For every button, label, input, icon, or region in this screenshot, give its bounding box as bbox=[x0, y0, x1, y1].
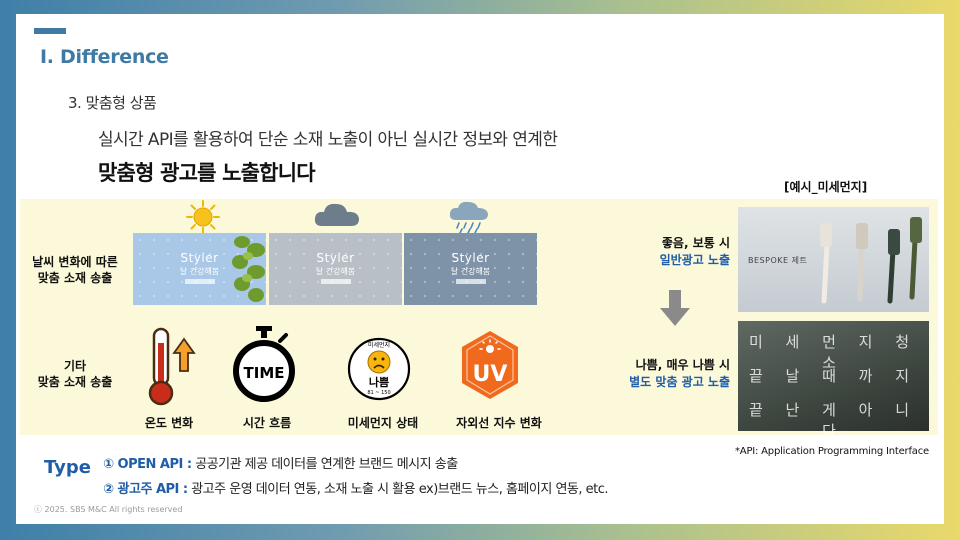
plant-image bbox=[232, 236, 265, 302]
screen-tag: 날 건강해봄 bbox=[450, 267, 491, 276]
timer-text: TIME bbox=[244, 364, 285, 382]
special-ad-image: 미 세 먼 지 청 소 끝 날 때 까 지 끝 난 게 아 니 다 bbox=[738, 321, 929, 440]
screen-brand: Styler bbox=[180, 251, 219, 265]
temperature-caption: 온도 변화 bbox=[144, 416, 194, 430]
dust-top-text: 미세먼지 bbox=[368, 341, 390, 349]
ad-line: 끝 난 게 아 니 다 bbox=[748, 401, 919, 440]
uv-icon: UV bbox=[462, 331, 518, 399]
case-condition: 좋음, 보통 시 bbox=[661, 236, 730, 250]
screen-bar bbox=[456, 279, 486, 284]
ad-line: 미 세 먼 지 청 소 bbox=[748, 333, 919, 372]
headline: 맞춤형 광고를 노출합니다 bbox=[98, 161, 316, 185]
thermometer-icon bbox=[148, 327, 196, 406]
time-caption: 시간 흐름 bbox=[242, 416, 292, 430]
case-result: 일반광고 노출 bbox=[659, 253, 730, 267]
type-text: 광고주 운영 데이터 연동, 소재 노출 시 활용 ex)브랜드 뉴스, 홈페이… bbox=[187, 482, 609, 497]
case-good: 좋음, 보통 시 일반광고 노출 bbox=[580, 235, 730, 269]
type-line-advertiser-api: ② 광고주 API : 광고주 운영 데이터 연동, 소재 노출 시 활용 ex… bbox=[103, 478, 609, 497]
timer-icon: TIME bbox=[233, 326, 295, 402]
ad-line: 끝 날 때 까 지 bbox=[748, 367, 919, 385]
description-line: 실시간 API를 활용하여 단순 소재 노출이 아닌 실시간 정보와 연계한 bbox=[98, 130, 558, 150]
styler-cloudy-screen: Styler 날 건강해봄 bbox=[269, 233, 402, 305]
case-result: 별도 맞춤 광고 노출 bbox=[629, 375, 730, 389]
other-row-label-line: 맞춤 소재 송출 bbox=[37, 375, 113, 389]
cloud-icon bbox=[314, 203, 359, 226]
sub-title: 3. 맞춤형 상품 bbox=[68, 94, 157, 112]
weather-row-label: 날씨 변화에 따른 맞춤 소재 송출 bbox=[20, 254, 130, 286]
dust-range-text: 81 ~ 150 bbox=[367, 390, 390, 396]
rain-cloud-icon bbox=[449, 201, 488, 234]
styler-rainy-screen: Styler 날 건강해봄 bbox=[404, 233, 537, 305]
case-bad: 나쁨, 매우 나쁨 시 별도 맞춤 광고 노출 bbox=[580, 357, 730, 391]
case-condition: 나쁨, 매우 나쁨 시 bbox=[635, 358, 730, 372]
copyright: ⓒ 2025. SBS M&C All rights reserved bbox=[34, 505, 183, 514]
accent-bar bbox=[34, 28, 66, 34]
type-label: Type bbox=[44, 457, 91, 478]
sun-icon bbox=[186, 200, 220, 234]
uv-text: UV bbox=[473, 362, 508, 387]
screen-tag: 날 건강해봄 bbox=[179, 267, 220, 276]
screen-brand: Styler bbox=[451, 251, 490, 265]
other-row-label: 기타 맞춤 소재 송출 bbox=[20, 358, 130, 390]
type-key: ② 광고주 API : bbox=[103, 482, 188, 497]
type-line-open-api: ① OPEN API : 공공기관 제공 데이터를 연계한 브랜드 메시지 송출 bbox=[103, 453, 458, 472]
general-ad-image: BESPOKE 제트 bbox=[738, 207, 929, 312]
type-key: ① OPEN API : bbox=[103, 457, 192, 472]
example-label: [예시_미세먼지] bbox=[784, 180, 868, 194]
weather-row-label-line: 맞춤 소재 송출 bbox=[37, 271, 113, 285]
screen-tag: 날 건강해봄 bbox=[315, 267, 356, 276]
weather-row-label-line: 날씨 변화에 따른 bbox=[32, 255, 118, 269]
dust-face-icon: 미세먼지 나쁨 81 ~ 150 bbox=[347, 337, 411, 401]
screen-brand: Styler bbox=[316, 251, 355, 265]
dust-caption: 미세먼지 상태 bbox=[347, 416, 419, 430]
vacuum-image bbox=[820, 217, 922, 304]
api-note: *API: Application Programming Interface bbox=[735, 446, 929, 457]
uv-caption: 자외선 지수 변화 bbox=[456, 416, 542, 430]
dust-status-text: 나쁨 bbox=[369, 375, 389, 389]
ad-brand: BESPOKE 제트 bbox=[748, 256, 808, 265]
screen-bar bbox=[321, 279, 351, 284]
screen-bar bbox=[185, 279, 215, 284]
down-arrow-icon bbox=[660, 290, 690, 326]
other-row-label-line: 기타 bbox=[63, 359, 87, 373]
section-title: I. Difference bbox=[40, 46, 169, 68]
type-text: 공공기관 제공 데이터를 연계한 브랜드 메시지 송출 bbox=[191, 457, 458, 472]
